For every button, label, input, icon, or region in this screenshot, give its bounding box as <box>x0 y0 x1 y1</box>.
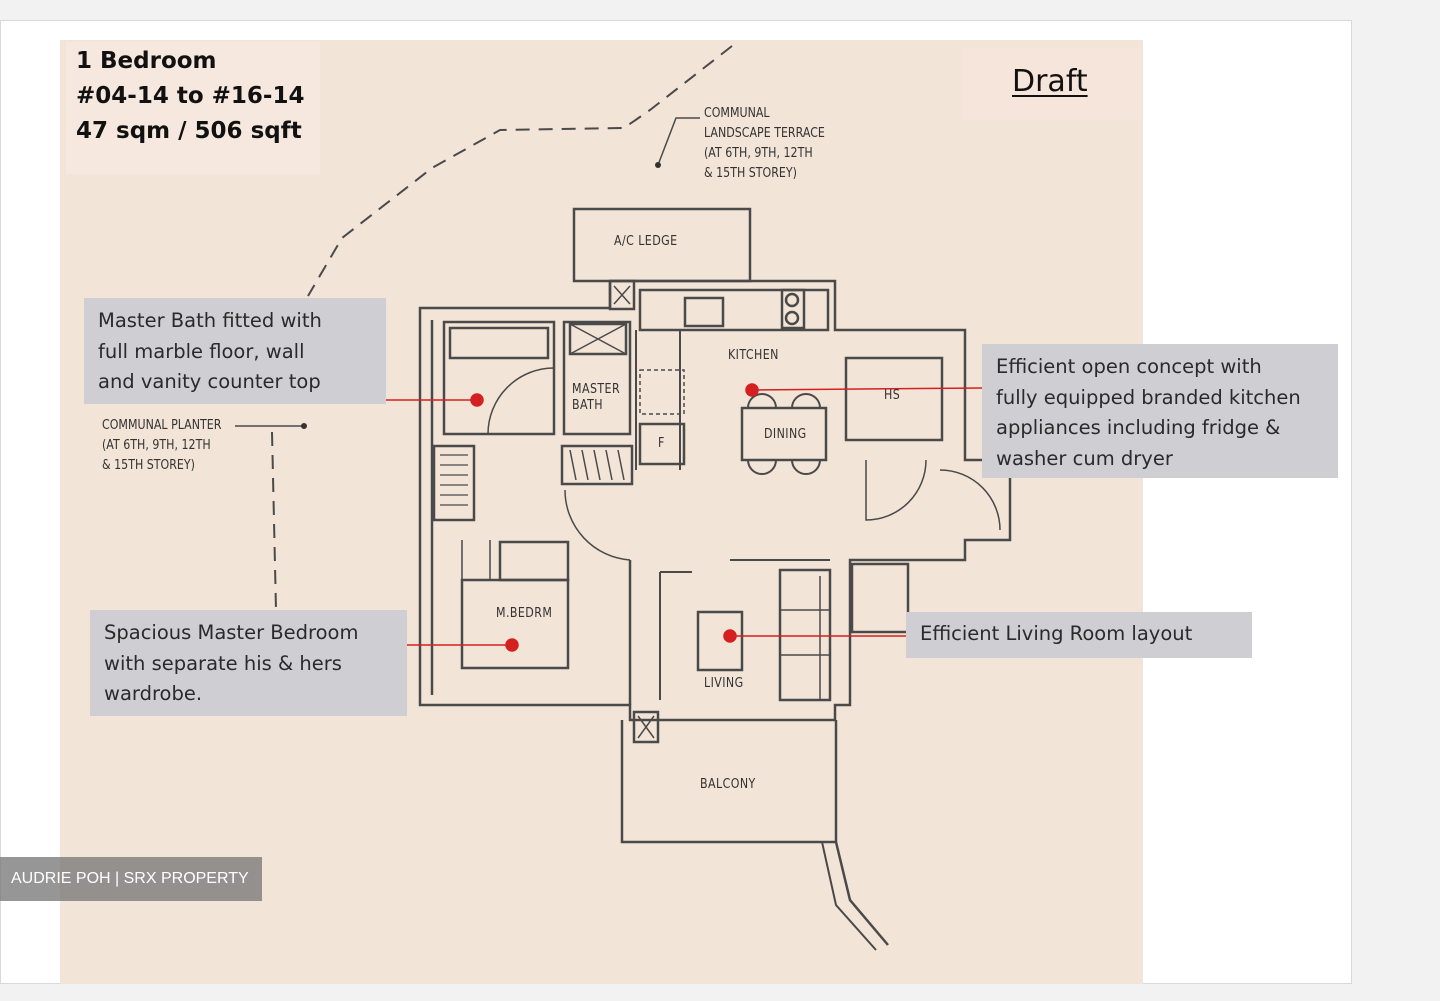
wardrobe <box>560 444 634 486</box>
watermark: AUDRIE POH | SRX PROPERTY <box>0 857 262 901</box>
shower-box <box>568 322 628 356</box>
annotation-planter: COMMUNAL PLANTER (AT 6TH, 9TH, 12TH & 15… <box>102 418 222 473</box>
planter-boundary <box>271 431 277 611</box>
callout-kitchen: Efficient open concept with fully equipp… <box>982 344 1338 478</box>
outer-wall <box>418 279 1012 722</box>
room-balcony: BALCONY <box>700 777 756 792</box>
unit-numbers: #04-14 to #16-14 <box>76 83 305 109</box>
room-master-bath: MASTER BATH <box>572 382 621 413</box>
bath-door-arc <box>487 367 555 435</box>
living-marker <box>723 629 737 643</box>
fridge <box>638 422 686 466</box>
draft-box <box>962 48 1142 120</box>
site-boundary <box>307 45 733 297</box>
room-bedroom: M.BEDRM <box>496 606 553 621</box>
room-ac-ledge: A/C LEDGE <box>614 234 678 249</box>
bed <box>460 578 570 670</box>
room-fridge: F <box>658 436 665 451</box>
floor-plan-sheet <box>60 40 1143 984</box>
kitchen-marker <box>745 383 759 397</box>
room-living: LIVING <box>704 676 744 691</box>
household-shelter <box>844 356 944 442</box>
bedroom-marker <box>505 638 519 652</box>
bath-marker <box>470 393 484 407</box>
callout-master-bath: Master Bath fitted with full marble floo… <box>84 298 386 404</box>
room-kitchen: KITCHEN <box>728 348 779 363</box>
unit-size: 47 sqm / 506 sqft <box>76 118 302 144</box>
draft-stamp: Draft <box>1012 64 1088 99</box>
room-dining: DINING <box>764 427 807 442</box>
callout-master-bedroom: Spacious Master Bedroom with separate hi… <box>90 610 407 716</box>
balcony-outline <box>620 720 838 844</box>
sofa <box>778 568 832 702</box>
dining-table <box>740 406 828 462</box>
coffee-table <box>696 610 744 672</box>
callout-markers <box>386 383 983 652</box>
kitchen-counter <box>638 288 830 332</box>
unit-type: 1 Bedroom <box>76 48 217 74</box>
callout-living-room: Efficient Living Room layout <box>906 612 1252 658</box>
annotation-terrace: COMMUNAL LANDSCAPE TERRACE (AT 6TH, 9TH,… <box>704 106 825 181</box>
room-hs: HS <box>884 388 901 403</box>
unit-info: 1 Bedroom #04-14 to #16-14 47 sqm / 506 … <box>66 42 320 174</box>
bath-outline <box>442 320 556 436</box>
